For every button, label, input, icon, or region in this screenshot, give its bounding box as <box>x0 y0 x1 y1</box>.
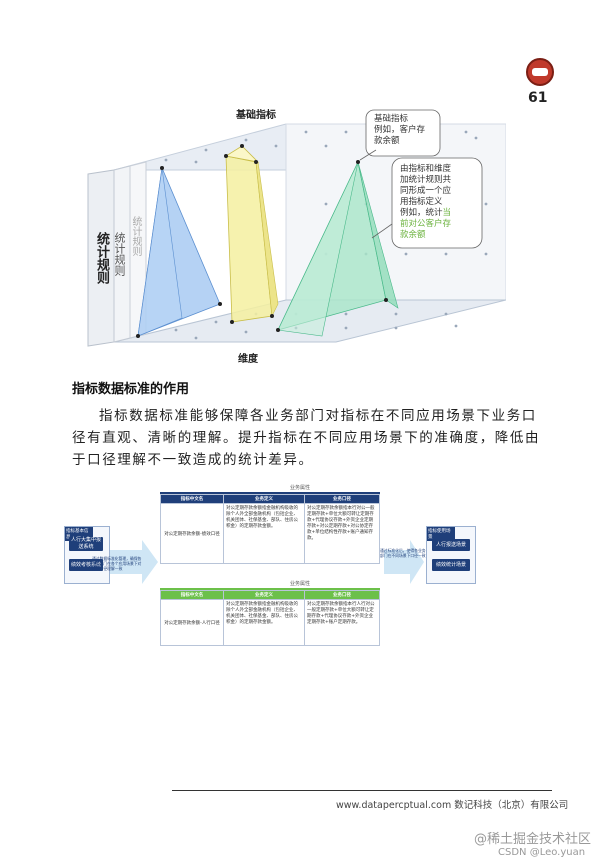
left-btn-1: 人行大集中报送系统 <box>69 537 103 551</box>
row1-scope: 对公定期存款余额指本行对公一般定期存款+单位大额可转让定期存款+代理协议存款+外… <box>304 503 380 564</box>
wall-label-bold: 统计规则 <box>94 232 109 284</box>
arrow-note: 通过数据标准化管理，确保各业务部门在各个应用场景下对指标口径理解一致 <box>92 556 142 571</box>
callout2-text: 由指标和维度 加统计规则共 同形成一个应 用指标定义 例如，统计当 前对公客户存… <box>400 164 452 240</box>
row1-definition: 对公定期存款余额指金融机构吸收的除个人外全部金融机构（包括企业、机关团体、社保基… <box>223 503 305 564</box>
page-number: 61 <box>528 90 548 106</box>
watermark-sub: CSDN @Leo.yuan <box>498 847 586 858</box>
right-arrow-icon-left <box>110 540 158 584</box>
wall-3 <box>129 161 147 339</box>
right-panel-title: 指标使用场景 <box>427 527 455 541</box>
standardization-flow-figure: 指标基本信息 人行大集中报送系统 绩效考核系统 通过数据标准化管理，确保各业务部… <box>64 484 476 664</box>
table-blue: 指标中文名 业务定义 业务口径 对公定期存款余额-绩效口径 对公定期存款余额指金… <box>160 494 380 564</box>
left-panel: 指标基本信息 人行大集中报送系统 绩效考核系统 <box>64 526 110 584</box>
left-btn-2: 绩效考核系统 <box>69 559 103 571</box>
footer-text: www.datapercptual.com 数记科技（北京）有限公司 <box>336 800 569 811</box>
wall-label-1: 统计规则 <box>113 232 126 276</box>
body-paragraph: 指标数据标准能够保障各业务部门对指标在不同应用场景下业务口径有直观、清晰的理解。… <box>72 408 541 468</box>
section-title: 指标数据标准的作用 <box>72 382 190 397</box>
footer-rule <box>172 790 552 791</box>
publisher-logo-icon <box>526 58 554 86</box>
watermark-main: @稀土掘金技术社区 <box>474 832 592 847</box>
callout-application-indicator <box>391 157 483 249</box>
right-btn-1: 人行报送场景 <box>432 539 470 551</box>
bottom-plane-label: 维度 <box>238 354 258 365</box>
table-green: 指标中文名 业务定义 业务口径 对公定期存款余额-人行口径 对公定期存款余额指金… <box>160 590 380 646</box>
right-note: 通过标准化后，使得各业务部门在不同场景下口径一致 <box>380 548 426 558</box>
callout-basic-indicator <box>365 109 441 157</box>
row2-name: 对公定期存款余额-人行口径 <box>160 599 224 646</box>
wall-label-2: 统计规则 <box>130 216 141 256</box>
indicator-3d-diagram <box>87 109 506 347</box>
table-blue-wrap: 业务属性 指标中文名 业务定义 业务口径 对公定期存款余额-绩效口径 对公定期存… <box>160 484 380 564</box>
right-btn-2: 绩效统计场景 <box>432 559 470 571</box>
row2-scope: 对公定期存款余额指本行人行对公一般定期存款+单位大额可转让定期存款+代理协议存款… <box>304 599 380 646</box>
table-green-group-title: 业务属性 <box>289 581 310 587</box>
right-panel: 指标使用场景 人行报送场景 绩效统计场景 <box>426 526 476 584</box>
row2-definition: 对公定期存款余额指金融机构吸收的除个人外全部金融机构（包括企业、机关团体、社保基… <box>223 599 305 646</box>
table-blue-group-title: 业务属性 <box>289 485 310 491</box>
callout1-text: 基础指标 例如，客户存 款余额 <box>374 114 426 146</box>
top-plane-label: 基础指标 <box>236 110 276 121</box>
right-arrow-icon-right <box>384 540 424 584</box>
row1-name: 对公定期存款余额-绩效口径 <box>160 503 224 564</box>
table-green-wrap: 业务属性 指标中文名 业务定义 业务口径 对公定期存款余额-人行口径 对公定期存… <box>160 580 380 646</box>
